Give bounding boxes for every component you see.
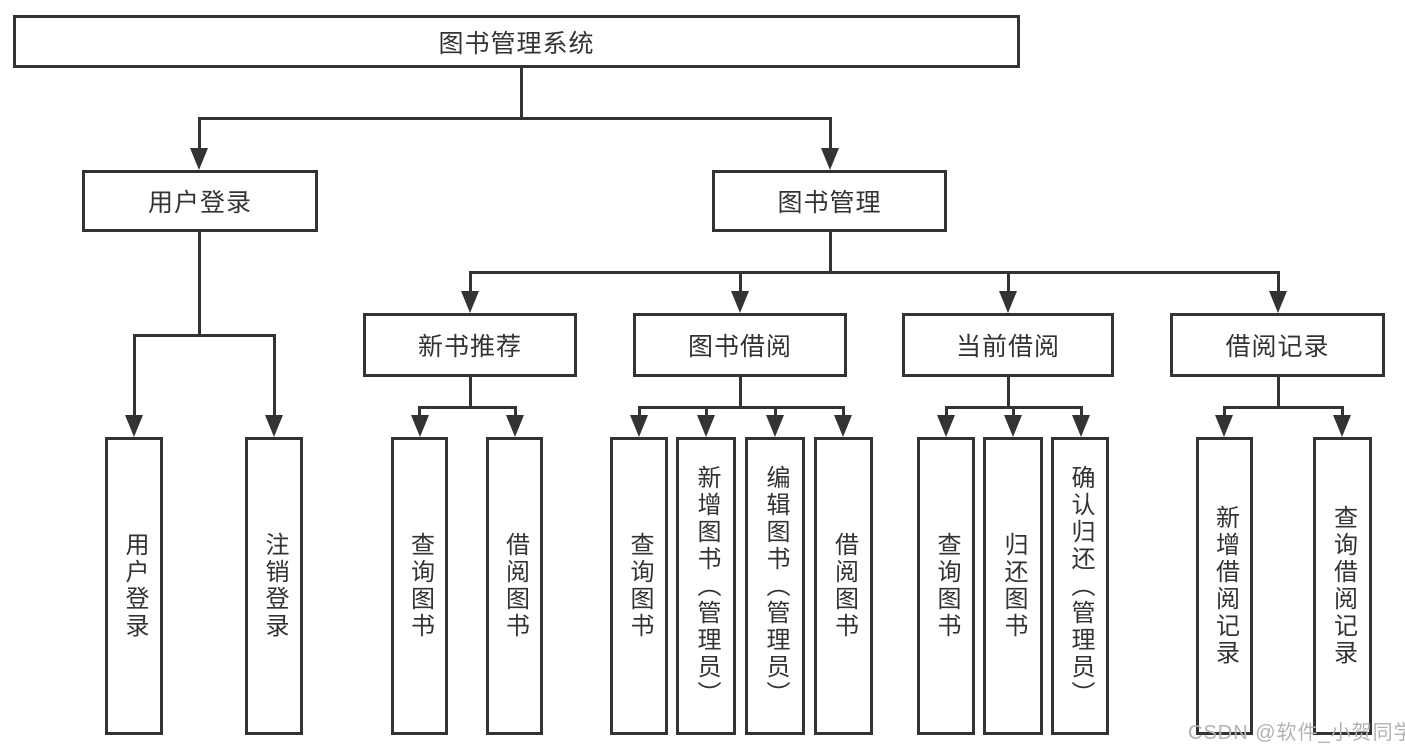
arrow-user-login (190, 148, 208, 170)
arrow-leaf (697, 415, 715, 437)
connector-borrow-records-bus (1223, 406, 1344, 409)
connector-stem (1341, 406, 1344, 415)
node-new-book-recommend: 新书推荐 (363, 313, 577, 377)
node-user-login: 用户登录 (82, 170, 318, 232)
arrow-leaf (630, 415, 648, 437)
leaf-label: 新增借阅记录 (1211, 505, 1239, 667)
connector-stem-book-borrow (739, 271, 742, 291)
connector-new-book-bus (418, 406, 517, 409)
connector-stem (774, 406, 777, 415)
arrow-leaf (506, 415, 524, 437)
node-borrow-records: 借阅记录 (1170, 313, 1385, 377)
connector-root-drop (520, 66, 523, 118)
leaf-label: 借阅图书 (830, 532, 858, 640)
connector-stem (945, 406, 948, 415)
leaf-query-books-recommend: 查询图书 (391, 437, 448, 735)
node-book-management: 图书管理 (712, 170, 947, 232)
arrow-book-management (821, 148, 839, 170)
connector-stem-new-book (469, 271, 472, 291)
leaf-label: 查询图书 (626, 532, 653, 640)
connector-user-login-bus (133, 334, 276, 337)
arrow-leaf (937, 415, 955, 437)
connector-stem (1012, 406, 1015, 415)
leaf-label: 归还图书 (1000, 532, 1027, 640)
leaf-query-books-borrow: 查询图书 (610, 437, 668, 735)
connector-current-borrow-drop (1007, 375, 1010, 409)
node-label: 新书推荐 (417, 333, 522, 361)
node-root-library-system: 图书管理系统 (13, 15, 1020, 68)
node-current-borrow: 当前借阅 (902, 313, 1114, 377)
leaf-label: 查询图书 (406, 532, 434, 640)
node-book-borrow: 图书借阅 (633, 313, 847, 377)
connector-user-login-drop (198, 230, 201, 336)
node-label: 图书管理 (777, 189, 882, 217)
arrow-leaf (834, 415, 852, 437)
node-label: 当前借阅 (955, 333, 1060, 361)
arrow-leaf (766, 415, 784, 437)
connector-stem-leaf-logout (273, 334, 276, 415)
connector-stem (842, 406, 845, 415)
connector-stem-leaf-login (133, 334, 136, 415)
connector-stem (1080, 406, 1083, 415)
connector-stem-borrow-records (1277, 271, 1280, 291)
csdn-watermark: CSDN @软件_小贺同学 (1188, 722, 1405, 744)
connector-stem-current-borrow (1007, 271, 1010, 291)
arrow-new-book (461, 291, 479, 313)
connector-new-book-drop (469, 375, 472, 409)
arrow-leaf (1004, 415, 1022, 437)
node-label: 用户登录 (147, 189, 252, 217)
leaf-return-books: 归还图书 (983, 437, 1043, 735)
connector-borrow-records-drop (1277, 375, 1280, 409)
arrow-leaf-logout (265, 415, 283, 437)
connector-stem (1223, 406, 1226, 415)
leaf-add-books-admin: 新增图书（管理员） (676, 437, 736, 735)
connector-book-borrow-bus (638, 406, 845, 409)
leaf-borrow-books: 借阅图书 (814, 437, 873, 735)
arrow-book-borrow (731, 291, 749, 313)
leaf-label: 用户登录 (121, 532, 148, 640)
arrow-leaf (1072, 415, 1090, 437)
leaf-edit-books-admin: 编辑图书（管理员） (745, 437, 805, 735)
connector-book-borrow-drop (739, 375, 742, 409)
leaf-label: 查询图书 (933, 532, 960, 640)
leaf-query-borrow-record: 查询借阅记录 (1313, 437, 1372, 735)
arrow-leaf (411, 415, 429, 437)
connector-root-bus (198, 117, 832, 120)
leaf-user-login: 用户登录 (105, 437, 163, 735)
leaf-logout: 注销登录 (245, 437, 303, 735)
connector-stem-book-management (829, 117, 832, 149)
connector-stem-user-login (198, 117, 201, 149)
leaf-label: 借阅图书 (501, 532, 529, 640)
arrow-borrow-records (1269, 291, 1287, 313)
connector-book-management-drop (829, 230, 832, 274)
arrow-leaf (1333, 415, 1351, 437)
arrow-leaf-login (125, 415, 143, 437)
leaf-add-borrow-record: 新增借阅记录 (1196, 437, 1253, 735)
leaf-borrow-books-recommend: 借阅图书 (486, 437, 543, 735)
connector-stem (705, 406, 708, 415)
arrow-current-borrow (999, 291, 1017, 313)
connector-book-management-bus (469, 271, 1280, 274)
connector-stem (638, 406, 641, 415)
leaf-label: 注销登录 (261, 532, 288, 640)
connector-stem (418, 406, 421, 415)
leaf-label: 查询借阅记录 (1329, 505, 1357, 667)
leaf-label: 新增图书（管理员） (693, 464, 720, 708)
leaf-confirm-return-admin: 确认归还（管理员） (1051, 437, 1109, 735)
node-label: 图书管理系统 (438, 29, 595, 58)
node-label: 借阅记录 (1225, 333, 1330, 361)
connector-stem (514, 406, 517, 415)
leaf-query-books-current: 查询图书 (917, 437, 975, 735)
node-label: 图书借阅 (687, 333, 792, 361)
leaf-label: 编辑图书（管理员） (762, 464, 789, 708)
leaf-label: 确认归还（管理员） (1067, 464, 1094, 708)
arrow-leaf (1215, 415, 1233, 437)
